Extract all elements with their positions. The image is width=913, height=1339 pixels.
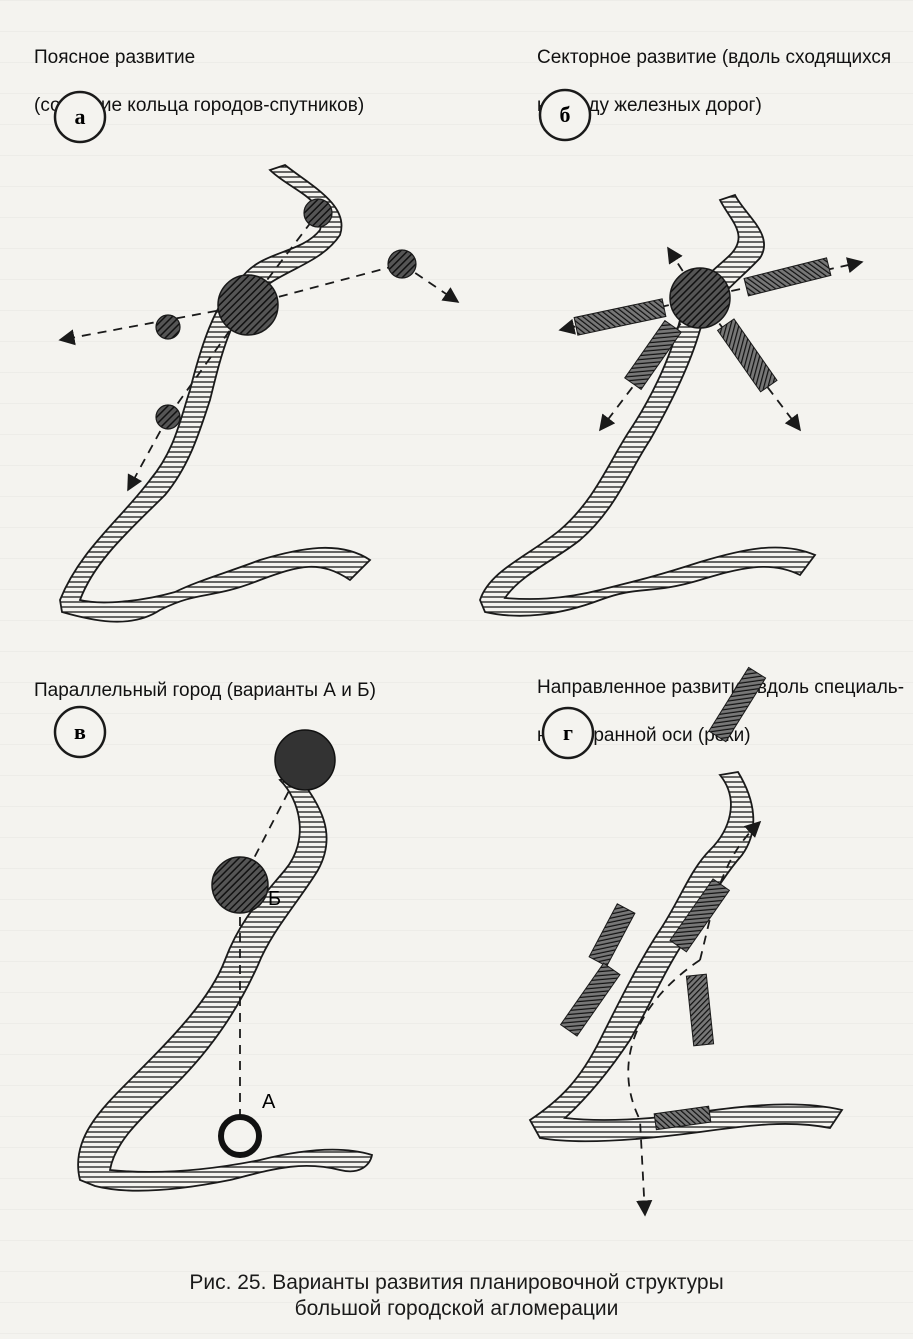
river-v [77, 773, 374, 1192]
badge-a [53, 90, 107, 144]
panel-v-diagram: в Б А [53, 705, 374, 1192]
badge-g-letter: г [563, 720, 573, 745]
axis-segment-g-1 [708, 666, 767, 743]
axis-line-g [627, 820, 762, 1217]
sector-ray-b-2 [573, 298, 667, 336]
badge-b-letter: б [560, 102, 571, 127]
badge-g [541, 706, 595, 760]
river-g [528, 771, 844, 1143]
panel-a-title: Поясное развитие (создание кольца городо… [34, 22, 364, 118]
axis-segment-g-3 [588, 903, 636, 967]
panel-g-diagram: г [528, 666, 844, 1217]
parallel-city-a-v [218, 1114, 262, 1158]
figure-caption-line1: Рис. 25. Варианты развития планировочной… [189, 1271, 724, 1294]
panel-a-title-line1: Поясное развитие [34, 47, 196, 68]
parallel-city-b-v [274, 729, 336, 791]
satellite-city-a-2 [387, 249, 417, 279]
panel-b-title: Секторное развитие (вдоль сходящихся к г… [537, 22, 891, 118]
panel-b-title-line1: Секторное развитие (вдоль сходящихся [537, 47, 892, 68]
axis-segment-g-5 [685, 973, 715, 1047]
sector-ray-b-1 [743, 257, 832, 297]
sector-ray-b-4 [716, 318, 778, 393]
panel-a-diagram: а [53, 90, 460, 623]
panel-v-title: Параллельный город (варианты А и Б) [34, 655, 376, 703]
sector-rays-b [573, 257, 832, 393]
badge-a-letter: а [75, 104, 86, 129]
axis-segment-g-2 [669, 878, 731, 953]
river-a [59, 163, 372, 623]
core-city-a [217, 274, 279, 336]
panel-b-diagram: б [479, 88, 864, 617]
satellite-city-a-4 [155, 404, 181, 430]
core-city-v [211, 856, 269, 914]
satellite-city-a-1 [303, 198, 333, 228]
core-city-b [669, 267, 731, 329]
river-b [479, 193, 817, 617]
label-a-v: А [262, 1091, 276, 1113]
axis-segments-g [559, 666, 767, 1131]
axis-segment-g-6 [653, 1105, 712, 1131]
axis-segment-g-4 [559, 962, 621, 1037]
panel-v-title-line1: Параллельный город (варианты А и Б) [34, 680, 376, 701]
figure-caption: Рис. 25. Варианты развития планировочной… [0, 1270, 913, 1322]
badge-v-letter: в [74, 719, 86, 744]
panel-g-title-line1: Направленное развитие вдоль специаль- [537, 677, 905, 698]
sector-ray-b-3 [624, 319, 682, 391]
label-b-v: Б [268, 888, 281, 910]
figure-caption-line2: большой городской агломерации [294, 1297, 619, 1320]
badge-b [538, 88, 592, 142]
satellite-city-a-3 [155, 314, 181, 340]
badge-v [53, 705, 107, 759]
